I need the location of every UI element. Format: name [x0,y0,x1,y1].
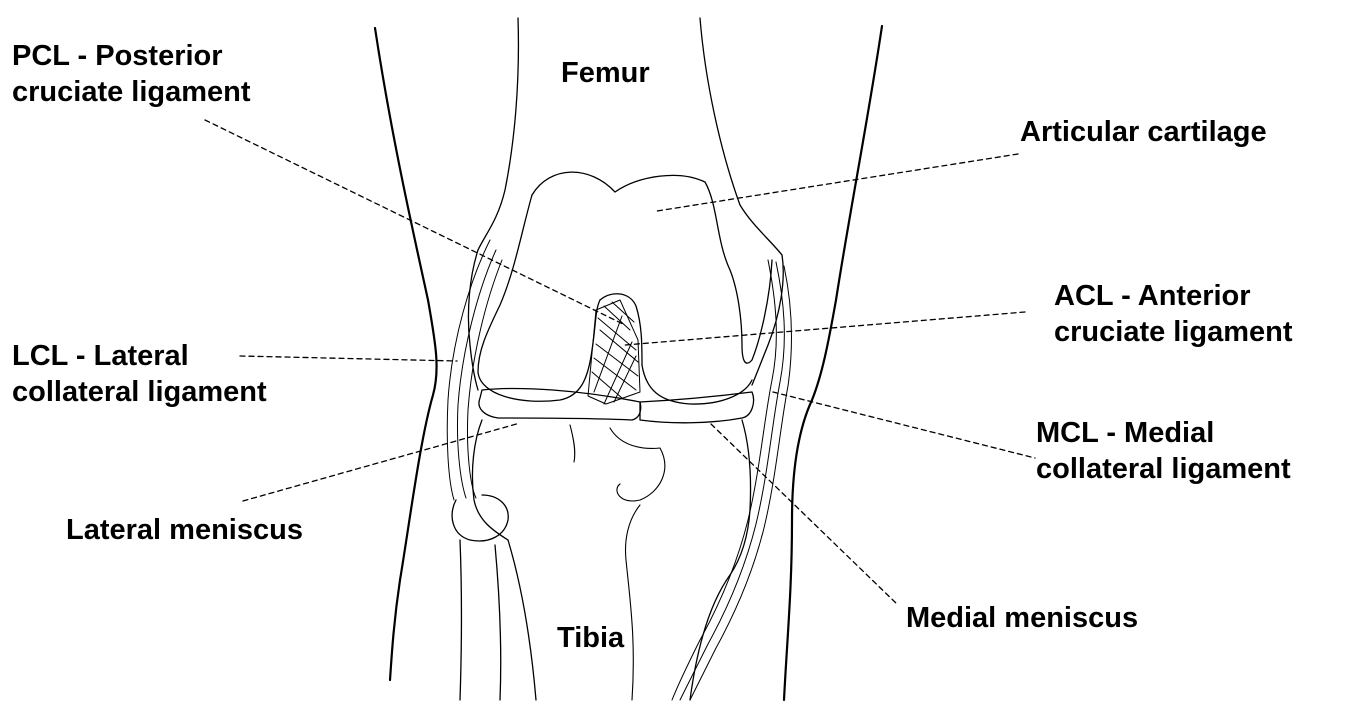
tibia-shaft-right [690,575,730,700]
femur-shaft-left-edge [478,18,518,250]
articular-cartilage-outline [532,172,772,363]
fibula-shaft [460,540,501,700]
lcl-label: LCL - Lateral collateral ligament [12,338,267,410]
mcl-label-line2: collateral ligament [1036,451,1291,487]
fibula-head [452,495,508,541]
leg-outline-right [784,26,882,700]
acl-leader-line [625,312,1025,345]
medial-meniscus-shape [640,392,754,423]
medial-collateral-ligament [672,260,791,700]
tibia-plateau [472,420,750,575]
tibia-spine [570,425,665,501]
tibia-inner-line [626,505,640,700]
lateral-meniscus-leader-line [243,423,520,501]
acl-label-line2: cruciate ligament [1054,314,1293,350]
acl-label-line1: ACL - Anterior [1054,278,1293,314]
leg-outline-left [375,28,437,680]
tibia-label: Tibia [557,620,624,656]
mcl-label-line1: MCL - Medial [1036,415,1291,451]
medial-meniscus-label: Medial meniscus [906,600,1138,636]
pcl-leader-line [205,120,625,325]
articular-cartilage-label: Articular cartilage [1020,114,1267,150]
lcl-label-line2: collateral ligament [12,374,267,410]
pcl-label-line1: PCL - Posterior [12,38,251,74]
lateral-meniscus-label: Lateral meniscus [66,512,303,548]
acl-label: ACL - Anterior cruciate ligament [1054,278,1293,350]
lateral-collateral-ligament [447,240,502,500]
mcl-label: MCL - Medial collateral ligament [1036,415,1291,487]
tibia-shaft-left [508,540,536,700]
mcl-leader-line [773,392,1035,458]
lcl-leader-line [240,356,457,361]
pcl-label: PCL - Posterior cruciate ligament [12,38,251,110]
pcl-label-line2: cruciate ligament [12,74,251,110]
femur-lateral-condyle [478,195,600,401]
femur-label: Femur [561,55,650,91]
femur-shaft-right-edge [700,18,782,255]
articular-cartilage-leader-line [657,154,1018,211]
lcl-label-line1: LCL - Lateral [12,338,267,374]
cruciate-ligaments [588,300,640,404]
